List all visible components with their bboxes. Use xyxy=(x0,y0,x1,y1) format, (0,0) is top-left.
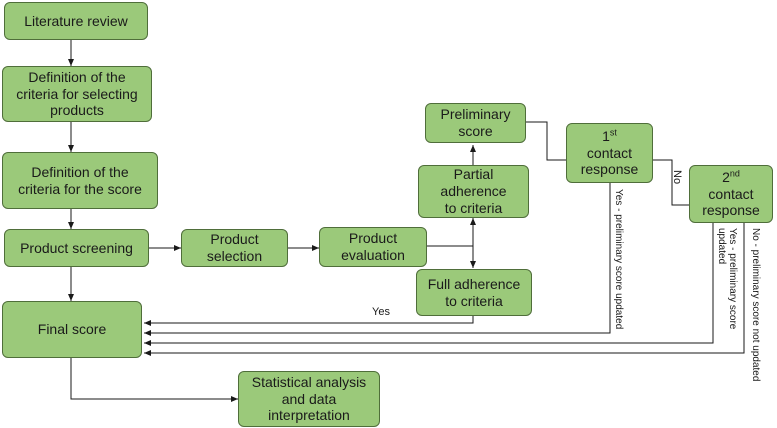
product-evaluation-box: Product evaluation xyxy=(319,227,427,267)
product-screening-label: Product screening xyxy=(20,239,133,256)
edge-preliminary-to-first-contact xyxy=(526,121,566,161)
criteria-selecting-box: Definition of the criteria for selecting… xyxy=(2,66,152,122)
literature-review-label: Literature review xyxy=(24,12,128,29)
first-contact-text: contact response xyxy=(580,144,639,178)
criteria-selecting-label: Definition of the criteria for selecting… xyxy=(16,68,138,119)
first-contact-label: 1st contact response xyxy=(581,128,639,178)
first-contact-suffix: st xyxy=(609,127,617,138)
partial-adherence-box: Partial adherence to criteria xyxy=(418,165,529,218)
edge-second-contact-no xyxy=(144,223,745,356)
product-selection-box: Product selection xyxy=(181,229,288,267)
first-contact-ordinal: 1 xyxy=(602,127,610,144)
full-adherence-box: Full adherence to criteria xyxy=(416,269,532,316)
preliminary-score-box: Preliminary score xyxy=(425,103,526,143)
yes-first-contact-edge-label: Yes - preliminary score updated xyxy=(613,189,624,330)
statistical-analysis-label: Statistical analysis and data interpreta… xyxy=(251,373,367,424)
second-contact-label: 2nd contact response xyxy=(702,169,760,219)
product-screening-box: Product screening xyxy=(4,229,149,267)
edge-final-to-statistical xyxy=(70,358,238,402)
no-second-contact-edge-label: No - preliminary score not updated xyxy=(750,228,761,382)
edge-second-contact-yes xyxy=(144,223,714,346)
first-contact-box: 1st contact response xyxy=(566,123,653,183)
final-score-box: Final score xyxy=(2,301,142,358)
yes-second-contact-edge-label: Yes - preliminary score updated xyxy=(716,228,738,330)
criteria-score-box: Definition of the criteria for the score xyxy=(2,152,158,209)
final-score-label: Final score xyxy=(37,321,107,338)
full-adherence-label: Full adherence to criteria xyxy=(427,275,521,309)
edge-first-contact-to-second-contact xyxy=(653,159,689,206)
edge-first-contact-yes xyxy=(144,183,611,336)
partial-adherence-label: Partial adherence to criteria xyxy=(440,166,507,216)
second-contact-text: contact response xyxy=(702,185,760,219)
criteria-score-label: Definition of the criteria for the score xyxy=(18,163,142,197)
second-contact-suffix: nd xyxy=(729,168,740,179)
product-selection-label: Product selection xyxy=(206,231,263,264)
product-evaluation-label: Product evaluation xyxy=(341,230,405,263)
literature-review-box: Literature review xyxy=(4,2,148,40)
no-edge-label: No xyxy=(671,170,683,185)
statistical-analysis-box: Statistical analysis and data interpreta… xyxy=(238,371,380,427)
preliminary-score-label: Preliminary score xyxy=(440,106,511,139)
second-contact-box: 2nd contact response xyxy=(689,165,773,223)
second-contact-ordinal: 2 xyxy=(722,168,730,185)
yes-edge-label: Yes xyxy=(372,306,390,318)
edge-full-adherence-yes xyxy=(144,316,474,326)
